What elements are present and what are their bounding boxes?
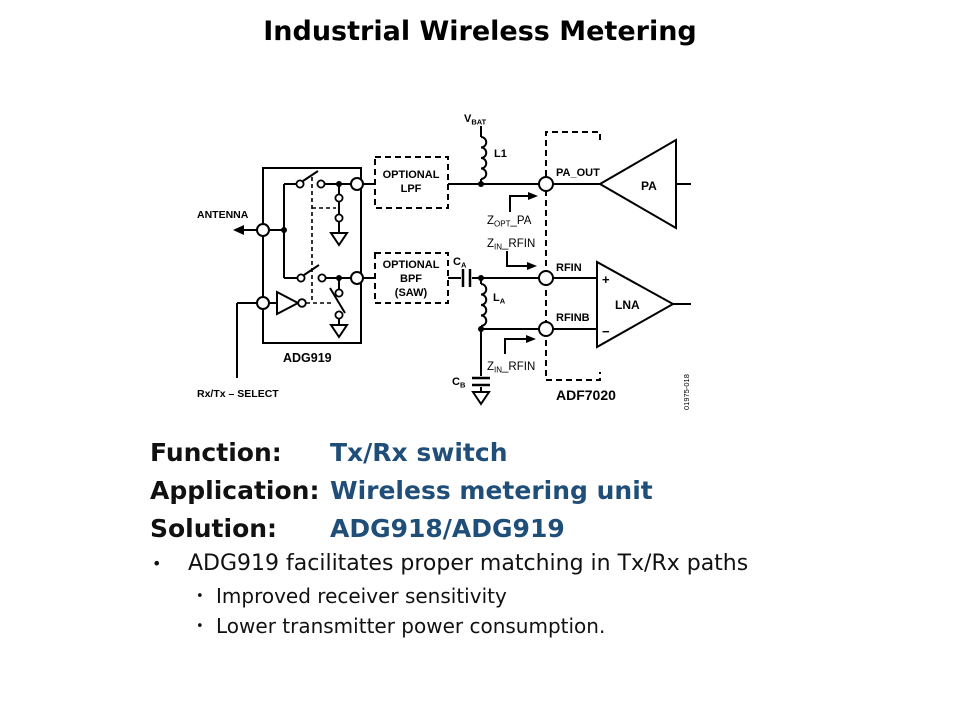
rfinb-pin-label: RFINB <box>556 312 590 324</box>
bullet-icon: • <box>196 619 204 634</box>
info-row-solution: Solution: ADG918/ADG919 <box>150 510 653 548</box>
application-value: Wireless metering unit <box>330 476 653 505</box>
info-row-function: Function: Tx/Rx switch <box>150 434 653 472</box>
l1-label: L1 <box>494 148 507 160</box>
vbat-label: VBAT <box>464 113 487 127</box>
figure-code: 01975-018 <box>682 374 691 410</box>
matching-network <box>363 126 539 406</box>
info-rows: Function: Tx/Rx switch Application: Wire… <box>150 434 653 548</box>
adf7020-label: ADF7020 <box>556 387 616 403</box>
bullet-main: • ADG919 facilitates proper matching in … <box>152 550 748 577</box>
slide-title: Industrial Wireless Metering <box>263 16 697 47</box>
lna-amp-label: LNA <box>615 298 640 312</box>
bullet-sub2-text: Lower transmitter power consumption. <box>216 614 606 638</box>
application-label: Application: <box>150 476 320 505</box>
la-label: LA <box>493 292 506 306</box>
function-value: Tx/Rx switch <box>330 438 508 467</box>
rxtx-select-label: Rx/Tx – SELECT <box>197 388 279 400</box>
cb-label: CB <box>452 376 466 390</box>
bullet-icon: • <box>196 589 204 604</box>
adg919-block <box>233 167 364 378</box>
lna-plus-input: + <box>602 272 610 287</box>
antenna-label: ANTENNA <box>197 209 249 221</box>
zin-rfin-label-1: ZIN_RFIN <box>487 238 535 252</box>
lpf-label-line2: LPF <box>401 183 422 195</box>
bullet-sub-2: • Lower transmitter power consumption. <box>196 614 605 639</box>
rfin-pin-label: RFIN <box>556 262 582 274</box>
bpf-label-line1: OPTIONAL <box>383 259 440 271</box>
bullet-sub1-text: Improved receiver sensitivity <box>216 584 507 608</box>
info-row-application: Application: Wireless metering unit <box>150 472 653 510</box>
solution-value: ADG918/ADG919 <box>330 514 565 543</box>
pa-amp-label: PA <box>641 179 657 193</box>
adf7020-block <box>538 131 691 381</box>
ca-label: CA <box>453 256 467 270</box>
zopt-pa-label: ZOPT_PA <box>487 215 532 229</box>
adg919-label: ADG919 <box>283 351 332 365</box>
bullet-sub-1: • Improved receiver sensitivity <box>196 584 507 609</box>
bullet-main-text: ADG919 facilitates proper matching in Tx… <box>188 551 749 576</box>
pa-out-pin-label: PA_OUT <box>556 167 600 179</box>
function-label: Function: <box>150 438 282 467</box>
bpf-label-line2: BPF <box>400 273 422 285</box>
solution-label: Solution: <box>150 514 278 543</box>
bpf-label-line3: (SAW) <box>395 287 428 299</box>
bullet-icon: • <box>152 554 162 573</box>
zin-rfin-label-2: ZIN_RFIN <box>487 361 535 375</box>
lpf-label-line1: OPTIONAL <box>383 169 440 181</box>
lna-minus-input: − <box>602 324 610 339</box>
